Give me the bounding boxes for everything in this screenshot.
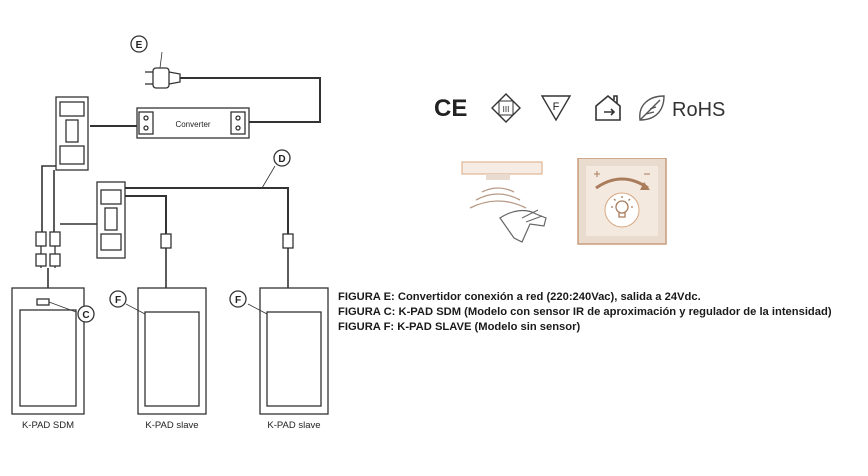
converter-label: Converter	[175, 120, 210, 129]
k-pad-slave-panel-2	[259, 287, 329, 415]
callout-d: D	[278, 154, 285, 165]
k-pad-slave-panel-1	[137, 287, 207, 415]
callout-c: C	[82, 310, 89, 321]
leaf-icon	[639, 95, 665, 121]
controller-box	[55, 96, 89, 171]
device-label-slave-1: K-PAD slave	[145, 420, 198, 431]
f-mark-text: F	[553, 101, 560, 113]
hand-gesture-icon	[461, 161, 547, 243]
legend-line-e: FIGURA E: Convertidor conexión a red (22…	[338, 291, 701, 303]
ce-mark: CE	[434, 95, 467, 122]
f-mark-icon: F	[540, 95, 572, 122]
legend-line-c: FIGURA C: K-PAD SDM (Modelo con sensor I…	[338, 306, 832, 318]
dimmer-panel-icon	[577, 158, 667, 245]
legend-line-f: FIGURA F: K-PAD SLAVE (Modelo sin sensor…	[338, 321, 581, 333]
rohs-mark: RoHS	[672, 99, 725, 121]
class-iii-icon: III	[491, 93, 521, 123]
k-pad-sdm-panel	[11, 287, 85, 415]
figure-legend: FIGURA E: Convertidor conexión a red (22…	[338, 290, 832, 335]
indoor-use-house-icon	[595, 94, 621, 121]
class-iii-text: III	[503, 105, 510, 114]
certification-logos: CE III F RoHS	[434, 93, 725, 123]
power-plug-icon	[145, 67, 181, 89]
light-bulb-icon	[611, 196, 633, 218]
callout-e: E	[136, 40, 143, 51]
callout-f-2: F	[235, 295, 241, 306]
device-label-sdm: K-PAD SDM	[22, 420, 74, 431]
converter-box	[136, 107, 250, 139]
distribution-box	[96, 181, 126, 259]
sensor-illustrations	[461, 158, 667, 245]
device-label-slave-2: K-PAD slave	[267, 420, 320, 431]
callout-f-1: F	[115, 295, 121, 306]
